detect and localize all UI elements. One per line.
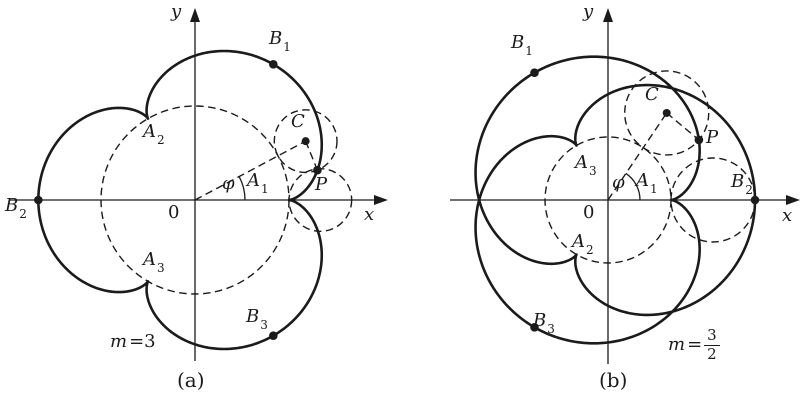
fig-b-label-phi: φ	[612, 172, 625, 193]
point-B1-b	[530, 68, 539, 77]
rolling-circle-current-b	[624, 70, 710, 156]
point-C-b	[662, 108, 671, 117]
fig-b-x-axis-label: x	[782, 205, 793, 226]
figure-b	[450, 8, 800, 364]
fig-b-label-A2: A2	[572, 231, 594, 257]
fig-b-label-A1: A1	[636, 170, 658, 196]
radius-line-OC-b	[607, 112, 668, 201]
fig-a-m-equation: m=3	[110, 331, 156, 352]
x-axis-arrow-icon	[374, 195, 388, 205]
y-axis-arrow-icon	[603, 8, 613, 22]
phi-angle-arc-b	[625, 172, 641, 201]
fig-a-label-B3: B3	[246, 306, 268, 332]
fig-b-label-A3: A3	[575, 152, 597, 178]
fig-a-label-C: C	[291, 111, 305, 132]
fig-a-caption: (a)	[177, 368, 205, 392]
fig-b-caption: (b)	[599, 368, 628, 392]
radius-line-OC-a	[194, 140, 306, 201]
fig-a-label-phi: φ	[222, 173, 235, 194]
point-C-a	[301, 137, 310, 146]
point-P-a	[313, 165, 322, 175]
fig-a-label-A1: A1	[247, 170, 269, 196]
rolling-circle-current-a	[273, 109, 338, 174]
phi-angle-arc-a	[238, 176, 246, 201]
fig-a-label-P: P	[315, 174, 328, 195]
fig-b-label-B3: B3	[533, 310, 555, 336]
point-B2-a	[34, 195, 43, 205]
fig-b-y-axis-label: y	[583, 1, 594, 22]
point-B3-b	[530, 323, 539, 332]
fig-b-label-P: P	[706, 127, 719, 148]
radius-line-CP-a	[305, 140, 319, 171]
point-B1-a	[269, 60, 278, 69]
fig-a-label-A3: A3	[143, 249, 165, 275]
fig-b-label-C: C	[645, 84, 659, 105]
fig-a-origin-label: 0	[168, 202, 180, 223]
y-axis-arrow-icon	[190, 8, 200, 22]
x-axis-arrow-icon	[786, 195, 800, 205]
figure-a	[10, 8, 388, 361]
fig-b-label-B2: B2	[731, 171, 753, 197]
fig-a-label-B2: B2	[5, 195, 27, 221]
point-B2-b	[750, 195, 760, 205]
fig-a-label-B1: B1	[269, 28, 291, 54]
fig-a-label-A2: A2	[143, 121, 165, 147]
radius-line-CP-b	[666, 112, 700, 141]
point-B3-a	[269, 331, 278, 340]
fig-a-y-axis-label: y	[171, 1, 182, 22]
fig-b-label-B1: B1	[511, 32, 533, 58]
fig-a-x-axis-label: x	[364, 204, 375, 225]
fig-b-origin-label: 0	[583, 202, 595, 223]
point-P-b	[694, 135, 704, 145]
